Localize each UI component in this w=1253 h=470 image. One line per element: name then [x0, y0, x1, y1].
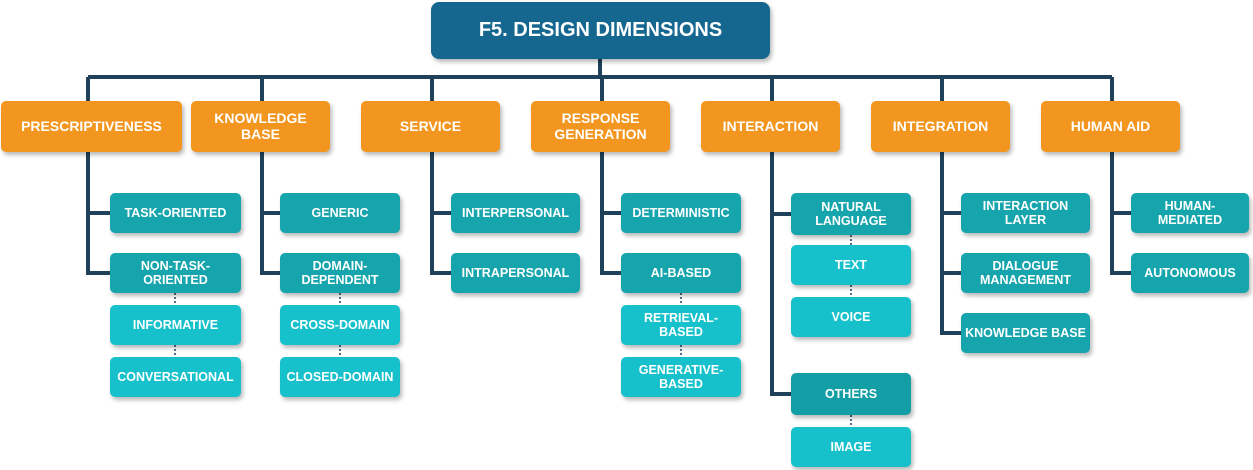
item-knowledge-base: KNOWLEDGE BASE — [961, 313, 1090, 353]
item-interpersonal: INTERPERSONAL — [451, 193, 580, 233]
item-natural-language: NATURAL LANGUAGE — [791, 193, 911, 235]
leaf-retrieval-based: RETRIEVAL-BASED — [621, 305, 741, 345]
item-non-task-oriented: NON-TASK-ORIENTED — [110, 253, 241, 293]
item-interaction-layer: INTERACTION LAYER — [961, 193, 1090, 233]
leaf-text: TEXT — [791, 245, 911, 285]
category-service: SERVICE — [361, 101, 500, 152]
category-response-generation: RESPONSE GENERATION — [531, 101, 670, 152]
leaf-informative: INFORMATIVE — [110, 305, 241, 345]
item-dialogue-management: DIALOGUE MANAGEMENT — [961, 253, 1090, 293]
leaf-cross-domain: CROSS-DOMAIN — [280, 305, 400, 345]
category-interaction: INTERACTION — [701, 101, 840, 152]
item-deterministic: DETERMINISTIC — [621, 193, 741, 233]
item-task-oriented: TASK-ORIENTED — [110, 193, 241, 233]
leaf-conversational: CONVERSATIONAL — [110, 357, 241, 397]
item-human-mediated: HUMAN-MEDIATED — [1131, 193, 1249, 233]
item-intrapersonal: INTRAPERSONAL — [451, 253, 580, 293]
leaf-voice: VOICE — [791, 297, 911, 337]
category-human-aid: HUMAN AID — [1041, 101, 1180, 152]
category-integration: INTEGRATION — [871, 101, 1010, 152]
item-ai-based: AI-BASED — [621, 253, 741, 293]
category-knowledge-base: KNOWLEDGE BASE — [191, 101, 330, 152]
leaf-generative-based: GENERATIVE-BASED — [621, 357, 741, 397]
root-node: F5. DESIGN DIMENSIONS — [431, 2, 770, 59]
item-others: OTHERS — [791, 373, 911, 415]
leaf-image: IMAGE — [791, 427, 911, 467]
item-domain-dependent: DOMAIN-DEPENDENT — [280, 253, 400, 293]
leaf-closed-domain: CLOSED-DOMAIN — [280, 357, 400, 397]
category-prescriptiveness: PRESCRIPTIVENESS — [1, 101, 182, 152]
item-autonomous: AUTONOMOUS — [1131, 253, 1249, 293]
item-generic: GENERIC — [280, 193, 400, 233]
